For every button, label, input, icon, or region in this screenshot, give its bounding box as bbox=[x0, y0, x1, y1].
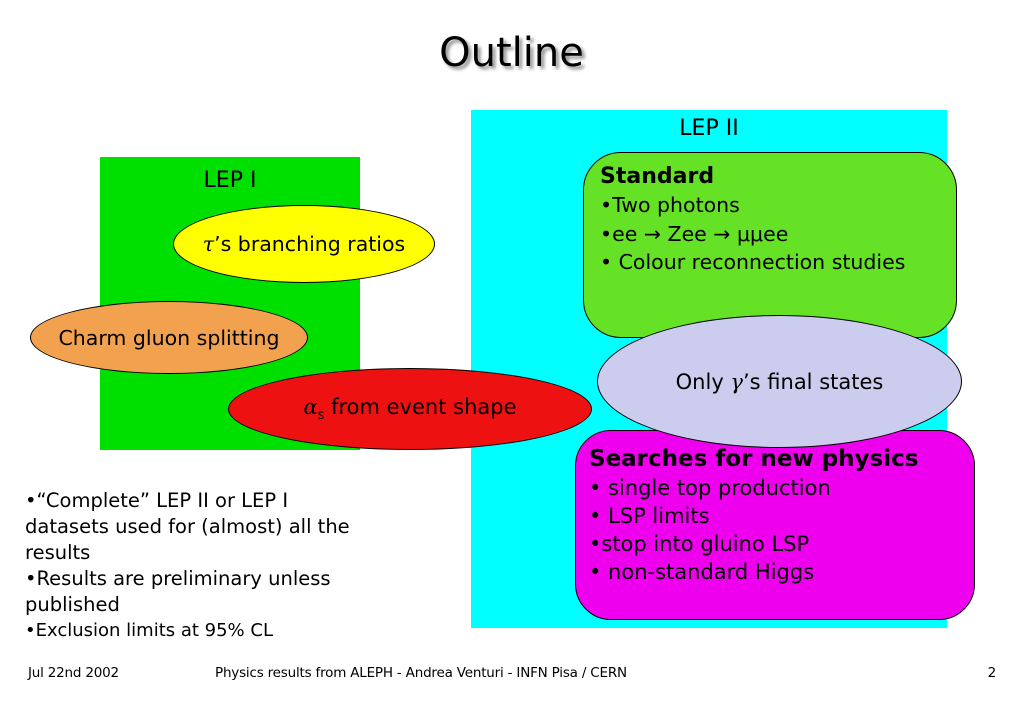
page-title: Outline bbox=[439, 30, 584, 76]
charm-gluon-label: Charm gluon splitting bbox=[58, 325, 280, 350]
searches-box-title: Searches for new physics bbox=[589, 446, 919, 472]
slide-footer: Jul 22nd 2002 Physics results from ALEPH… bbox=[0, 665, 1023, 683]
page-number: 2 bbox=[987, 665, 997, 681]
lep2-region-label: LEP II bbox=[679, 116, 739, 141]
searches-topics-box: Searches for new physics • single top pr… bbox=[575, 430, 975, 620]
footer-date: Jul 22nd 2002 bbox=[28, 665, 119, 681]
tau-branching-label: τ’s branching ratios bbox=[202, 232, 406, 256]
searches-item: • LSP limits bbox=[589, 504, 710, 528]
searches-item: • non-standard Higgs bbox=[589, 560, 815, 584]
tau-branching-ellipse: τ’s branching ratios bbox=[173, 205, 435, 283]
standard-item: •ee → Zee → μμee bbox=[600, 221, 789, 246]
note-item: •“Complete” LEP II or LEP I datasets use… bbox=[25, 489, 350, 564]
gamma-final-states-ellipse: Only γ’s final states bbox=[597, 315, 962, 448]
standard-item: •Two photons bbox=[600, 193, 740, 217]
standard-item: • Colour reconnection studies bbox=[600, 250, 906, 274]
searches-item: •stop into gluino LSP bbox=[589, 532, 810, 556]
standard-topics-box: Standard •Two photons •ee → Zee → μμee •… bbox=[583, 152, 957, 338]
alpha-s-ellipse: αs from event shape bbox=[228, 368, 592, 450]
note-item: •Results are preliminary unless publishe… bbox=[25, 567, 331, 616]
searches-item: • single top production bbox=[589, 476, 831, 500]
lep1-region-label: LEP I bbox=[203, 168, 257, 193]
alpha-symbol: α bbox=[303, 394, 318, 419]
note-item: •Exclusion limits at 95% CL bbox=[25, 620, 273, 641]
standard-box-title: Standard bbox=[600, 164, 715, 189]
gamma-final-states-label: Only γ’s final states bbox=[675, 369, 884, 394]
footer-credit: Physics results from ALEPH - Andrea Vent… bbox=[215, 665, 627, 681]
charm-gluon-ellipse: Charm gluon splitting bbox=[30, 301, 308, 374]
alpha-s-label: αs from event shape bbox=[303, 394, 517, 424]
notes-block: •“Complete” LEP II or LEP I datasets use… bbox=[25, 488, 375, 643]
alpha-subscript: s bbox=[317, 408, 325, 424]
tau-symbol: τ bbox=[202, 232, 215, 256]
gamma-symbol: γ bbox=[730, 369, 743, 394]
